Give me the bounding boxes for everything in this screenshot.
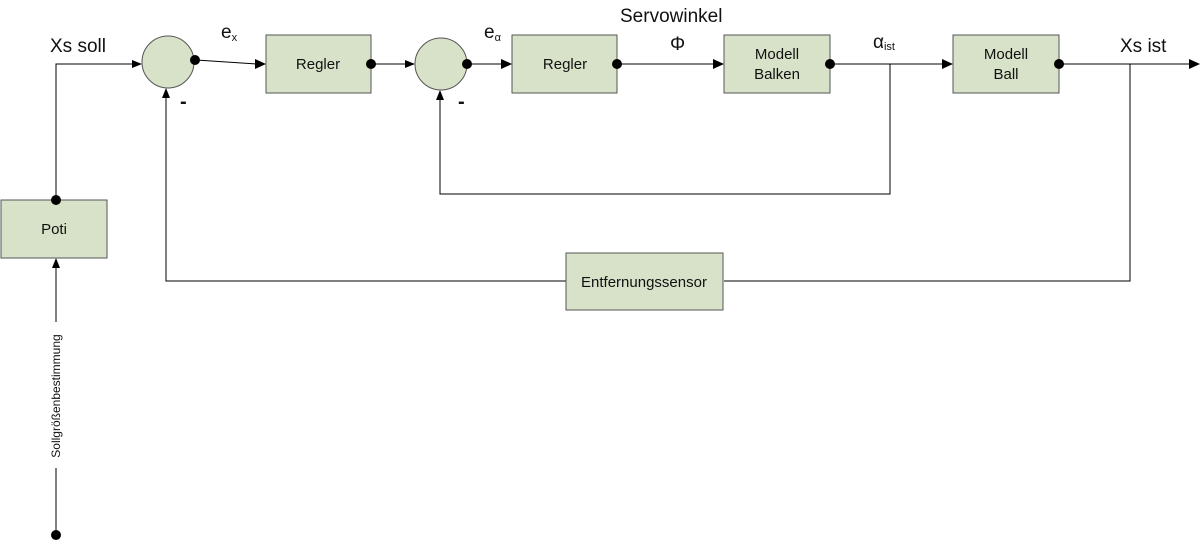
arrow-outer-feedback bbox=[162, 88, 170, 98]
modell-ball-block bbox=[952, 34, 1060, 94]
label-e-x: ex bbox=[221, 22, 238, 44]
arrow-into-sum2 bbox=[405, 60, 415, 68]
label-phi: Φ bbox=[670, 34, 685, 55]
arrow-output bbox=[1189, 59, 1200, 69]
modell-ball-label-1: Modell bbox=[984, 46, 1028, 63]
arrow-into-sum1 bbox=[132, 60, 142, 68]
wire-outer-feedback-right bbox=[724, 64, 1131, 282]
wire-poti-to-sum1 bbox=[55, 63, 134, 200]
label-e-alpha: eα bbox=[484, 22, 502, 44]
wire-outer-feedback-left bbox=[165, 98, 566, 282]
modell-balken-label-1: Modell bbox=[755, 46, 799, 63]
modell-balken-block bbox=[723, 34, 831, 94]
entfernungssensor-label: Entfernungssensor bbox=[581, 274, 707, 291]
dot-sollgroesse-start bbox=[51, 530, 61, 540]
arrow-into-balken bbox=[713, 59, 724, 69]
regler-outer-block bbox=[265, 34, 372, 94]
modell-ball-label-2: Ball bbox=[993, 66, 1018, 83]
minus-sign-outer: - bbox=[180, 91, 187, 113]
sollgroesse-label-bg bbox=[49, 322, 63, 468]
label-xs-ist: Xs ist bbox=[1120, 36, 1167, 57]
regler-inner-block bbox=[511, 34, 618, 94]
dot-regler2-output bbox=[612, 59, 622, 69]
dot-poti-output bbox=[51, 195, 61, 205]
arrow-into-regler2 bbox=[501, 59, 512, 69]
label-sollgroessenbestimmung: Sollgrößenbestimmung bbox=[49, 334, 63, 457]
arrow-into-ball bbox=[942, 59, 953, 69]
regler-outer-label: Regler bbox=[296, 56, 340, 73]
modell-balken-label-2: Balken bbox=[754, 66, 800, 83]
label-xs-soll: Xs soll bbox=[50, 36, 106, 57]
poti-label: Poti bbox=[41, 221, 67, 238]
poti-block bbox=[0, 199, 108, 259]
regler-inner-label: Regler bbox=[543, 56, 587, 73]
minus-sign-inner: - bbox=[458, 91, 465, 113]
arrow-into-poti bbox=[52, 258, 60, 268]
label-servowinkel: Servowinkel bbox=[620, 6, 722, 27]
wire-sum1-to-regler1 bbox=[195, 59, 257, 65]
entfernungssensor-block bbox=[565, 252, 724, 311]
dot-sum2-output bbox=[462, 59, 472, 69]
summing-junction-inner bbox=[414, 37, 468, 91]
dot-ball-output bbox=[1054, 59, 1064, 69]
arrow-into-regler1 bbox=[255, 59, 266, 69]
dot-balken-output bbox=[825, 59, 835, 69]
arrow-inner-feedback bbox=[436, 90, 444, 100]
summing-junction-outer bbox=[141, 35, 195, 89]
dot-regler1-output bbox=[366, 59, 376, 69]
dot-sum1-output bbox=[190, 55, 200, 65]
wire-inner-feedback bbox=[439, 64, 891, 195]
label-alpha-ist: αist bbox=[873, 32, 895, 53]
